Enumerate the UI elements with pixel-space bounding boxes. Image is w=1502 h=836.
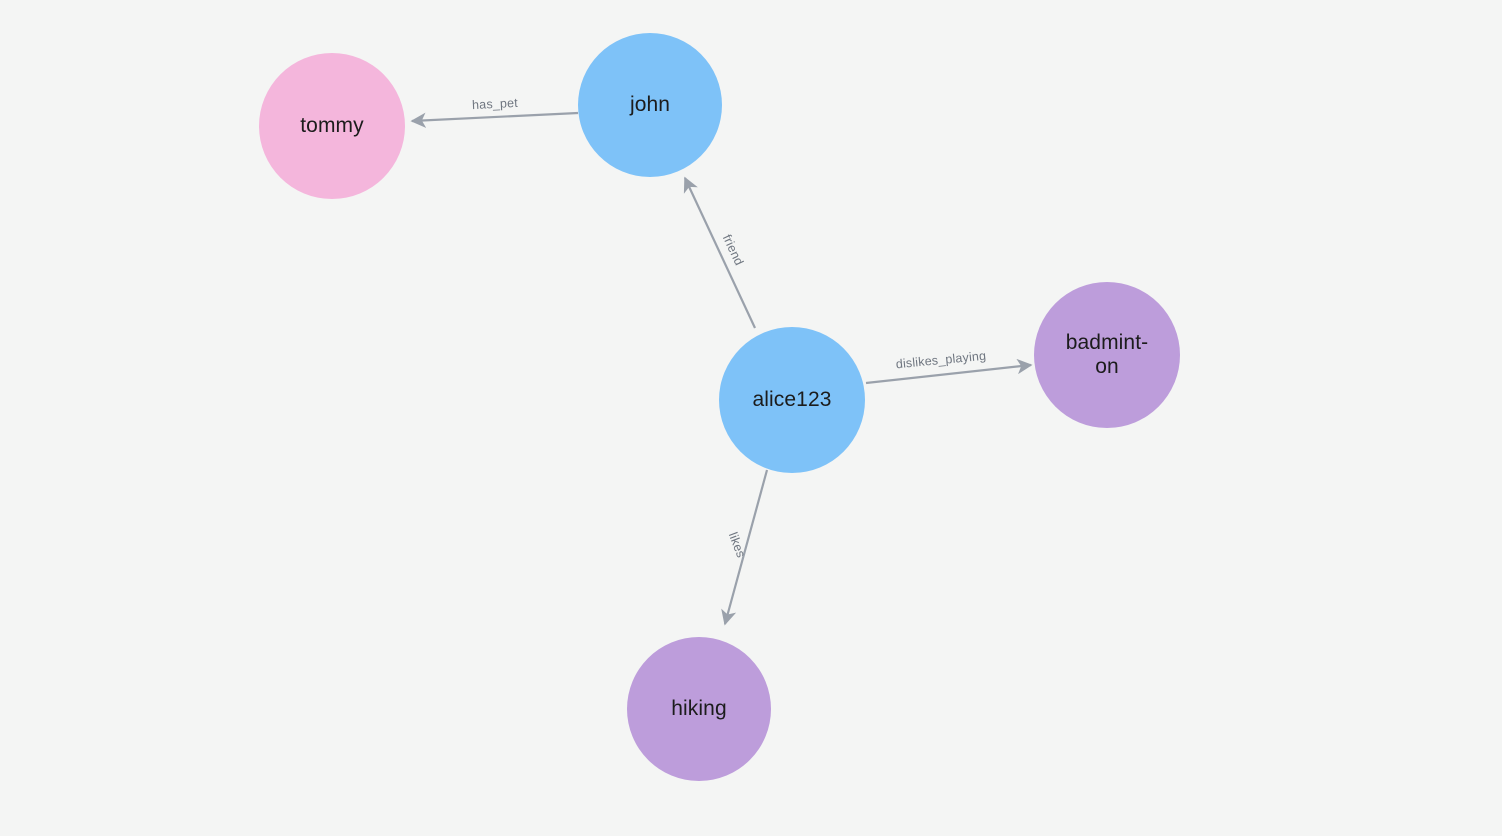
edge-lines (410, 111, 1033, 626)
graph-node-hiking[interactable]: hiking (627, 637, 771, 781)
edge-label: has_pet (471, 95, 519, 113)
graph-node-label: alice123 (752, 387, 832, 411)
graph-node-john[interactable]: john (578, 33, 722, 177)
graph-node-label: tommy (300, 113, 364, 137)
graph-edge[interactable] (865, 358, 1033, 385)
graph-node-label: hiking (671, 696, 727, 720)
graph-node-label: badmint-on (1065, 330, 1149, 378)
graph-edge[interactable] (683, 176, 756, 329)
graph-node-alice123[interactable]: alice123 (719, 327, 865, 473)
graph-node-badminton[interactable]: badmint-on (1034, 282, 1180, 428)
graph-edge[interactable] (410, 111, 579, 129)
graph-node-label: john (629, 92, 671, 116)
graph-node-tommy[interactable]: tommy (259, 53, 405, 199)
graph-edge[interactable] (721, 469, 769, 626)
